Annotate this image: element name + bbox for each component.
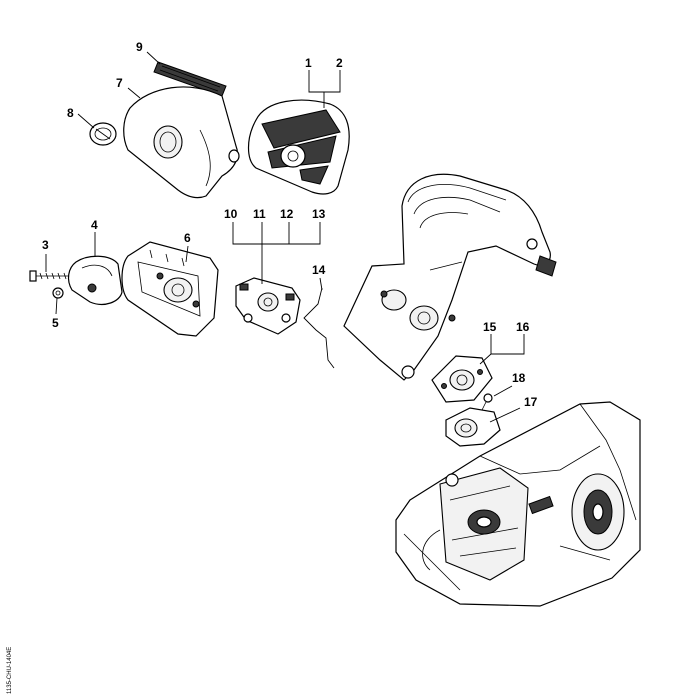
callout-4: 4 (91, 218, 98, 232)
callout-17: 17 (524, 395, 538, 409)
callout-5: 5 (52, 316, 59, 330)
leader-lines (45, 51, 525, 423)
part-6-carburetor-box[interactable] (121, 241, 219, 337)
part-7-shroud-cover[interactable] (123, 86, 240, 199)
callout-12: 12 (280, 207, 294, 221)
callout-10: 10 (224, 207, 238, 221)
part-3-screw[interactable] (29, 270, 72, 282)
callout-9: 9 (136, 40, 143, 54)
part-4-baffle[interactable] (67, 255, 123, 305)
part-8-twist-lock[interactable] (89, 122, 117, 146)
callout-6: 6 (184, 231, 191, 245)
reference-code: 1135-CHU-1404E (7, 647, 13, 694)
part-9-filter-strip[interactable] (153, 61, 227, 97)
callout-7: 7 (116, 76, 123, 90)
callout-11: 11 (253, 207, 266, 221)
callout-labels: 1 2 3 4 5 6 7 8 9 10 11 12 13 14 15 16 1… (42, 40, 538, 409)
part-17-flange[interactable] (445, 407, 501, 447)
callout-16: 16 (516, 320, 530, 334)
part-15-16-intake-manifold[interactable] (431, 355, 493, 403)
callout-2: 2 (336, 56, 343, 70)
part-1-2-air-filter[interactable] (247, 99, 350, 195)
part-5-washer[interactable] (52, 287, 64, 299)
callout-13: 13 (312, 207, 326, 221)
callout-3: 3 (42, 238, 49, 252)
callout-14: 14 (312, 263, 326, 277)
callout-15: 15 (483, 320, 497, 334)
part-14-throttle-rod[interactable] (303, 287, 335, 369)
part-10-13-carburetor[interactable] (235, 277, 301, 335)
callout-8: 8 (67, 106, 74, 120)
callout-18: 18 (512, 371, 526, 385)
callout-1: 1 (305, 56, 312, 70)
engine-housing[interactable] (395, 401, 641, 607)
rear-handle-housing[interactable] (343, 173, 557, 381)
part-18-screw[interactable] (481, 393, 493, 411)
